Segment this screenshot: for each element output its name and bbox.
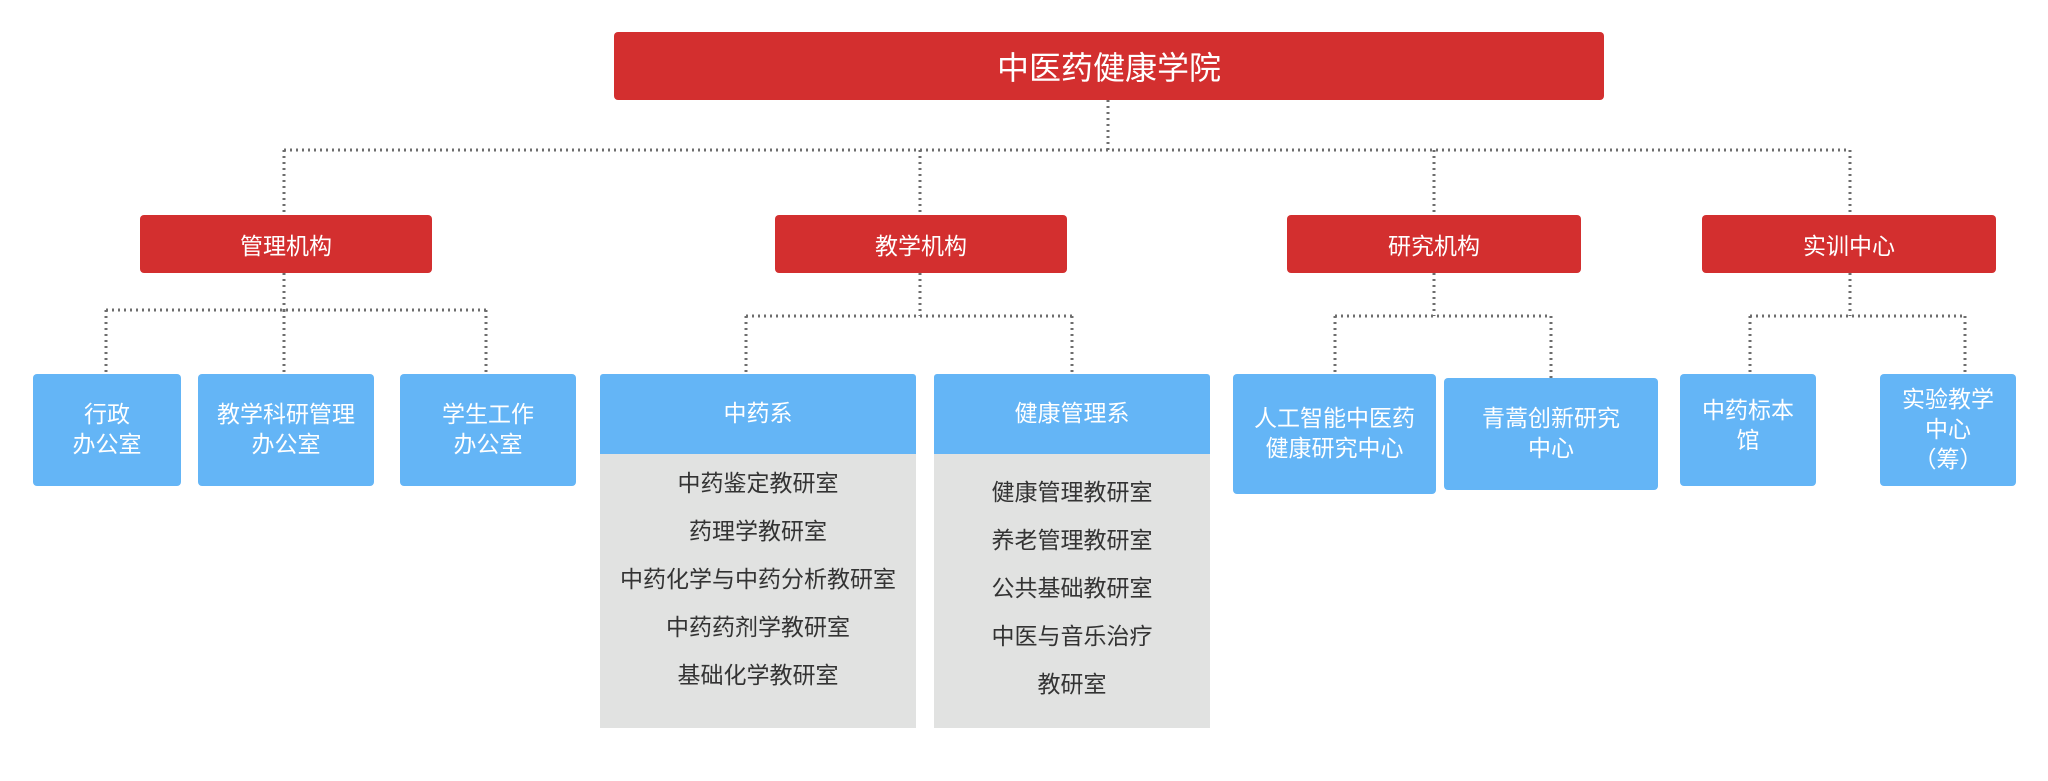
unit-herbarium: 中药标本 馆	[1680, 374, 1816, 486]
office-item: 教研室	[1037, 672, 1107, 698]
unit-ai-tcm-research-center: 人工智能中医药 健康研究中心	[1233, 374, 1436, 494]
office-item: 公共基础教研室	[991, 576, 1153, 602]
unit-teaching-research-office: 教学科研管理 办公室	[198, 374, 374, 486]
unit-artemisia-innovation-center: 青蒿创新研究 中心	[1444, 378, 1658, 490]
unit-label-line: 教学科研管理	[217, 402, 355, 428]
dept-chinese-medicine-offices: 中药鉴定教研室 药理学教研室 中药化学与中药分析教研室 中药药剂学教研室 基础化…	[600, 454, 916, 728]
office-item: 中医与音乐治疗	[991, 624, 1153, 650]
dept-health-management: 健康管理系	[934, 374, 1210, 454]
category-research-title: 研究机构	[1388, 234, 1480, 260]
unit-label-line: 馆	[1736, 428, 1760, 454]
dept-title: 健康管理系	[1014, 401, 1130, 427]
unit-label-line: 实验教学	[1902, 387, 1994, 413]
unit-label-line: 学生工作	[442, 402, 534, 428]
unit-label-line: 青蒿创新研究	[1482, 406, 1620, 432]
dept-health-management-offices: 健康管理教研室 养老管理教研室 公共基础教研室 中医与音乐治疗 教研室	[934, 454, 1210, 728]
unit-label-line: 办公室	[251, 432, 321, 458]
unit-admin-office: 行政 办公室	[33, 374, 181, 486]
unit-label-line: 中心	[1528, 436, 1574, 462]
unit-student-affairs-office: 学生工作 办公室	[400, 374, 576, 486]
category-admin-title: 管理机构	[240, 234, 332, 260]
category-training: 实训中心	[1702, 215, 1996, 273]
root-node: 中医药健康学院	[614, 32, 1604, 100]
office-item: 药理学教研室	[689, 519, 827, 545]
unit-label-line: 人工智能中医药	[1254, 406, 1415, 432]
category-research: 研究机构	[1287, 215, 1581, 273]
dept-title: 中药系	[723, 401, 793, 427]
category-admin: 管理机构	[140, 215, 432, 273]
root-title: 中医药健康学院	[996, 49, 1221, 87]
category-teaching: 教学机构	[775, 215, 1067, 273]
category-training-title: 实训中心	[1803, 234, 1895, 260]
dept-chinese-medicine: 中药系	[600, 374, 916, 454]
office-item: 中药药剂学教研室	[666, 615, 850, 641]
office-item: 中药化学与中药分析教研室	[620, 567, 896, 593]
unit-experimental-teaching-center: 实验教学 中心 （筹）	[1880, 374, 2016, 486]
unit-label-line: 办公室	[453, 432, 523, 458]
office-item: 基础化学教研室	[677, 663, 839, 689]
office-item: 养老管理教研室	[991, 528, 1153, 554]
unit-label-line: 行政	[84, 402, 130, 428]
unit-label-line: 办公室	[72, 432, 142, 458]
unit-label-line: 中心	[1925, 417, 1971, 443]
unit-label-line: 中药标本	[1702, 398, 1794, 424]
category-teaching-title: 教学机构	[875, 234, 967, 260]
office-item: 中药鉴定教研室	[677, 471, 839, 497]
office-item: 健康管理教研室	[991, 480, 1153, 506]
unit-label-line: （筹）	[1913, 447, 1983, 473]
unit-label-line: 健康研究中心	[1265, 436, 1404, 462]
